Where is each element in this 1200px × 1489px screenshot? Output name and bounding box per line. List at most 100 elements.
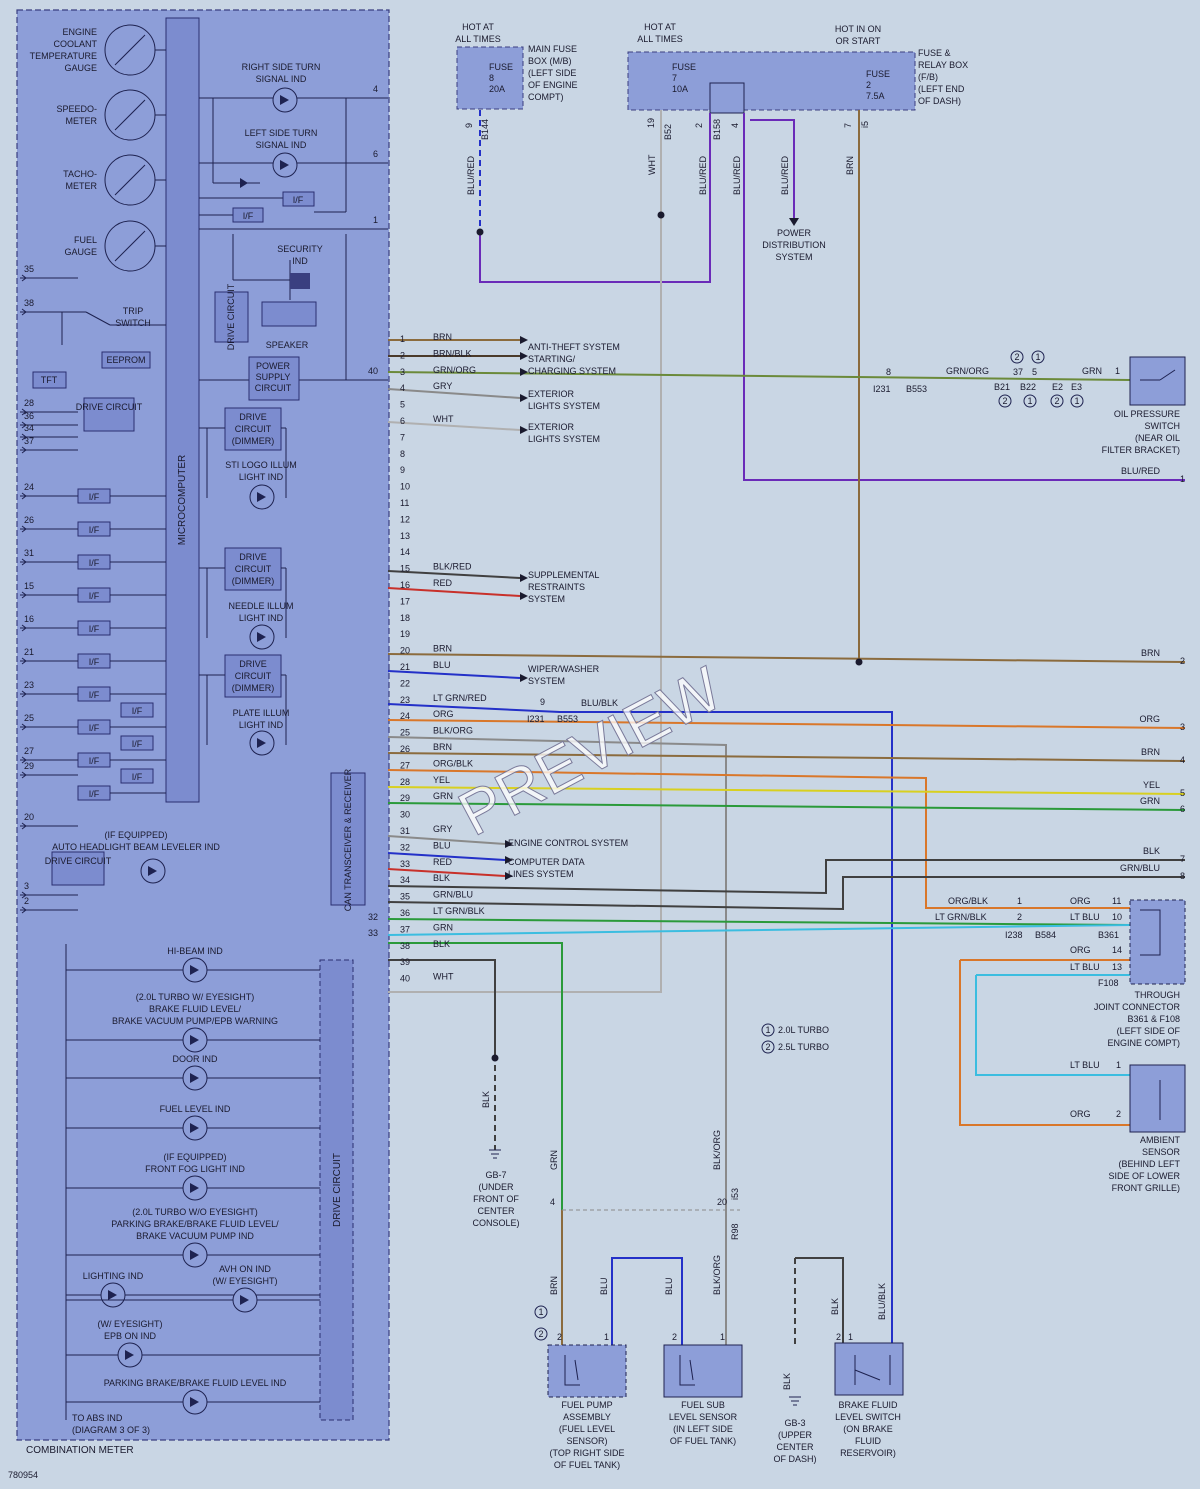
relay-box-label-line: (F/B) <box>918 72 938 82</box>
wire-gry <box>387 388 521 399</box>
joint-conn: F108 <box>1098 978 1119 988</box>
relay-box-label-line: OF DASH) <box>918 96 961 106</box>
right-pin-number: 40 <box>368 366 378 376</box>
indicator-diode <box>108 1290 117 1300</box>
dimmer-label-line: (DIMMER) <box>232 683 275 693</box>
brake-fluid-label-line: (ON BRAKE <box>843 1424 893 1434</box>
indicator-label-line: PARKING BRAKE/BRAKE FLUID LEVEL/ <box>111 1219 279 1229</box>
system-label-line: SYSTEM <box>528 676 565 686</box>
fuel-pump-label-line: SENSOR) <box>566 1436 607 1446</box>
right-wire-color: BLK <box>1143 846 1160 856</box>
right-wire-number: 6 <box>1180 804 1185 814</box>
bottom-pin: R98 <box>730 1223 740 1240</box>
wire-blk <box>795 1257 844 1345</box>
dimmer-box <box>224 547 282 591</box>
if-box <box>282 191 315 207</box>
oil-circle-number: 2 <box>1002 396 1007 406</box>
connector-wire-color: YEL <box>433 775 450 785</box>
fuse-pin: B144 <box>480 119 490 140</box>
oil-circle-number: 1 <box>1074 396 1079 406</box>
ambient-sensor-label-line: SENSOR <box>1142 1147 1181 1157</box>
right-wire-number: 8 <box>1180 871 1185 881</box>
indicator-label-line: FUEL LEVEL IND <box>160 1104 231 1114</box>
fuse-wire-color: BLU/RED <box>732 155 742 195</box>
relay-box-label-line: FUSE & <box>918 48 951 58</box>
connector-wire-color: WHT <box>433 972 454 982</box>
bottom-pin: 4 <box>550 1197 555 1207</box>
system-arrow <box>505 840 513 848</box>
connector-wire-color: BLK <box>433 873 450 883</box>
bottom-wire-color: BLU <box>664 1277 674 1295</box>
left-pin-number: 28 <box>24 398 34 408</box>
fuse7-label-line: 10A <box>672 84 688 94</box>
connector-wire-color: GRN <box>433 922 453 932</box>
gauge-label-line: GAUGE <box>64 247 97 257</box>
wires <box>387 110 1186 1345</box>
wire-lt-blu <box>975 975 1130 1076</box>
ambient-sensor-box <box>1129 1064 1186 1133</box>
connector-wire-color: BLU <box>433 660 451 670</box>
led-diode <box>280 160 289 170</box>
bottom-pin: 1 <box>604 1332 609 1342</box>
power-arrow <box>789 218 799 226</box>
left-pin-number: 3 <box>24 881 29 891</box>
hot-always-label-line: HOT AT <box>462 22 494 32</box>
left-pin-connector <box>21 525 27 533</box>
indicator-label-line: FRONT FOG LIGHT IND <box>145 1164 245 1174</box>
meter-title: COMBINATION METER <box>26 1445 134 1456</box>
right-turn-label-line: RIGHT SIDE TURN <box>242 62 321 72</box>
joint-connector-box <box>1129 899 1186 985</box>
fuel-pump-label-line: (FUEL LEVEL <box>559 1424 615 1434</box>
fuel-sub-label-line: OF FUEL TANK) <box>670 1436 736 1446</box>
joint-wire: ORG <box>1070 945 1091 955</box>
connector-wire-color: WHT <box>433 414 454 424</box>
oil-circle <box>1070 394 1084 408</box>
legend-number: 1 <box>765 1025 770 1035</box>
wire-blk-red <box>387 570 521 579</box>
connector-pin: 35 <box>400 892 410 902</box>
tft-label: TFT <box>41 375 58 385</box>
fuel-sub-symbol <box>679 1355 695 1386</box>
connector-pin: 10 <box>400 482 410 492</box>
right-wire-color: BRN <box>1141 747 1160 757</box>
left-pin-number: 23 <box>24 680 34 690</box>
gauge-label-line: ENGINE <box>62 27 97 37</box>
connector-pin: 15 <box>400 564 410 574</box>
right-wire-color: GRN/BLU <box>1120 863 1160 873</box>
indicator-label-line: HI-BEAM IND <box>167 946 223 956</box>
led-diode <box>257 632 266 642</box>
trip-switch <box>85 311 111 326</box>
sti-logo-label-line: LIGHT IND <box>239 472 284 482</box>
fuse-wire-color: BLU/RED <box>698 155 708 195</box>
bottom-wire-color: GRN <box>549 1150 559 1170</box>
connector-pin: 6 <box>400 416 405 426</box>
right-turn-label-line: SIGNAL IND <box>256 74 307 84</box>
left-pin-connector <box>21 446 27 454</box>
main-fuse-box-label-line: BOX (M/B) <box>528 56 572 66</box>
main-fuse-label-line: FUSE <box>489 62 513 72</box>
bottom-wire-color: BLK/ORG <box>712 1130 722 1170</box>
wire-grn-blu <box>387 876 1185 911</box>
fuse2-label-line: FUSE <box>866 69 890 79</box>
joint-pin: 13 <box>1112 962 1122 972</box>
drive-circuit-label-2: DRIVE CIRCUIT <box>45 856 112 866</box>
dimmer-label-line: CIRCUIT <box>235 564 272 574</box>
wire-lt-blu <box>387 924 1131 936</box>
connector-pin: 30 <box>400 810 410 820</box>
connector-wire-color: BRN <box>433 742 452 752</box>
indicator-label-line: (2.0L TURBO W/O EYESIGHT) <box>132 1207 258 1217</box>
ambient-sensor-label-line: FRONT GRILLE) <box>1112 1183 1180 1193</box>
ambient-pin: 2 <box>1116 1109 1121 1119</box>
joint-connector-label-line: THROUGH <box>1135 990 1181 1000</box>
right-wire-number: 5 <box>1180 788 1185 798</box>
indicator-label-line: BRAKE FLUID LEVEL/ <box>149 1004 242 1014</box>
connector-pin: 27 <box>400 760 410 770</box>
bottom-circle-number: 2 <box>538 1329 543 1339</box>
wire-wht <box>388 110 662 993</box>
mid-conn: B553 <box>557 714 578 724</box>
fuse2-label-line: 2 <box>866 80 871 90</box>
right-wire-color: ORG <box>1139 714 1160 724</box>
connector-wire-color: BLU <box>433 840 451 850</box>
wire-org <box>959 960 1130 1126</box>
